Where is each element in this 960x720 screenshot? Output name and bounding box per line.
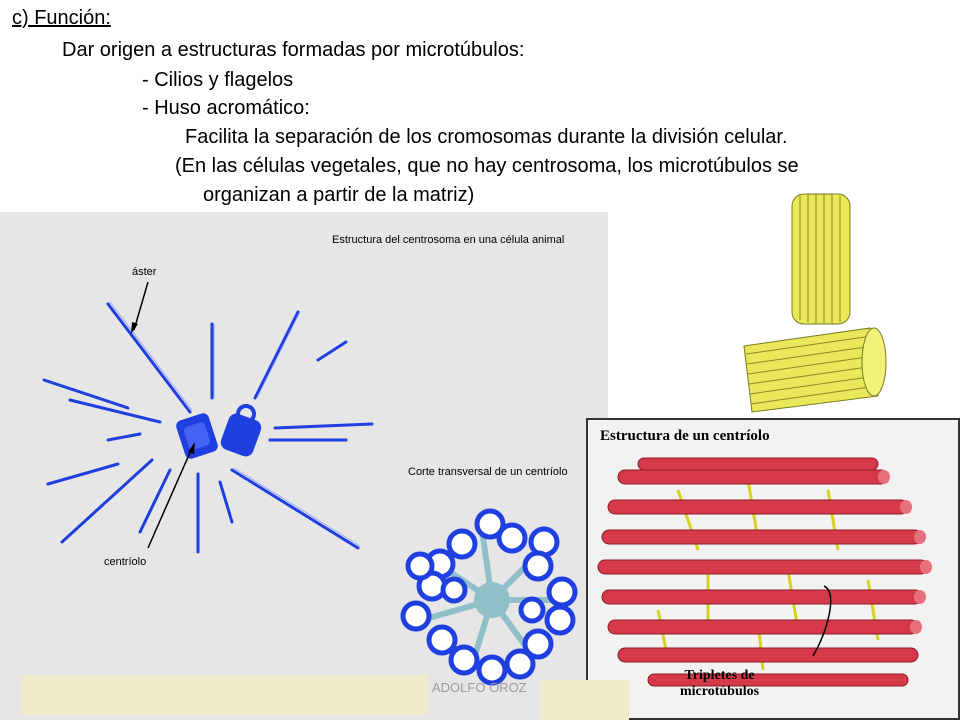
triplets-label-line2: microtúbulos — [680, 684, 760, 699]
centriole-structure-figure: Estructura de un centríolo Tripletes de … — [586, 418, 960, 720]
centrosome-title: Estructura del centrosoma en una célula … — [332, 234, 565, 246]
plant-cell-note-line1: (En las células vegetales, que no hay ce… — [175, 155, 799, 177]
section-heading: c) Función: — [12, 7, 111, 29]
footer-author: ADOLFO OROZ — [432, 680, 527, 695]
cross-section-label: Corte transversal de un centríolo — [408, 466, 568, 478]
yellow-centrioles-image — [743, 193, 887, 413]
centriole-label: centríolo — [104, 556, 147, 568]
centrosome-figure: Estructura del centrosoma en una célula … — [0, 212, 608, 720]
plant-cell-note-line2: organizan a partir de la matriz) — [203, 184, 475, 206]
aster-label: áster — [132, 266, 157, 278]
function-description: Dar origen a estructuras formadas por mi… — [62, 39, 525, 61]
triplets-label: Tripletes de microtúbulos — [680, 668, 759, 700]
triplets-label-line1: Tripletes de — [684, 668, 755, 683]
footer-bar-right — [541, 680, 629, 720]
centriole-cross-section — [400, 508, 578, 686]
centriole-3d-illustration — [730, 186, 936, 416]
list-item-spindle: - Huso acromático: — [142, 97, 310, 119]
list-item-cilia: - Cilios y flagelos — [142, 69, 294, 91]
centriole-structure-title: Estructura de un centríolo — [600, 428, 770, 444]
spindle-description: Facilita la separación de los cromosomas… — [185, 126, 788, 148]
footer-bar-left — [22, 675, 428, 715]
centriole-pair — [176, 404, 262, 459]
red-microtubule-illustration — [597, 457, 932, 687]
aster-illustration — [42, 281, 578, 686]
